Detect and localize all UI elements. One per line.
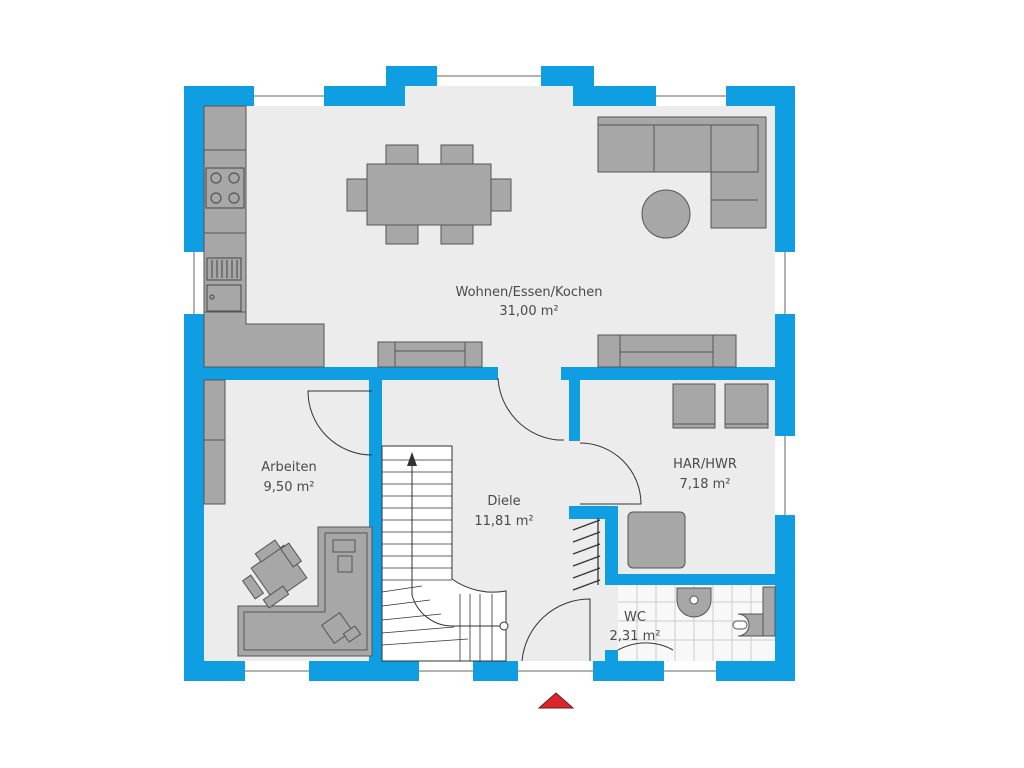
room-area-wohnen: 31,00 m² [499,304,558,319]
room-area-har: 7,18 m² [680,477,731,492]
entrance-arrow-icon [537,692,575,709]
wc-fixtures [676,586,776,637]
sink [206,257,242,312]
armchairs [377,334,737,368]
room-name-har: HAR/HWR [673,457,737,472]
utility-appliances [627,383,769,569]
room-name-diele: Diele [487,494,520,509]
room-labels: Wohnen/Essen/Kochen 31,00 m² Arbeiten 9,… [261,285,737,644]
window-lines [193,75,786,672]
hatched-storage [572,518,601,591]
interior-walls [204,367,775,661]
dining-table [346,144,512,245]
stove [205,167,245,209]
coffee-table [641,189,691,239]
door-swings [307,377,674,662]
meeting-table [241,539,308,609]
room-name-wohnen: Wohnen/Essen/Kochen [456,285,603,300]
office-shelf [203,379,226,505]
room-name-wc: WC [624,610,646,625]
room-area-wc: 2,31 m² [610,629,661,644]
room-area-diele: 11,81 m² [474,514,533,529]
staircase [381,445,509,662]
kitchen [203,105,325,368]
room-area-arbeiten: 9,50 m² [264,480,315,495]
office-chair [320,539,362,645]
sofa [597,116,767,229]
room-name-arbeiten: Arbeiten [261,460,316,475]
